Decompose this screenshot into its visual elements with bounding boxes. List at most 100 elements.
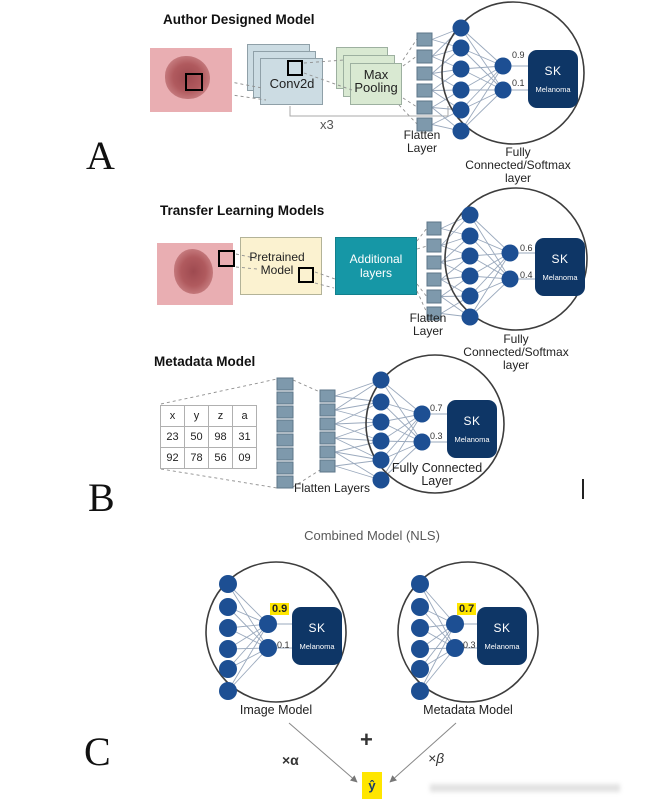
flatten-square bbox=[426, 221, 442, 236]
flatten-square bbox=[276, 419, 294, 433]
fc-label-metadata: Fully Connected Layer bbox=[391, 461, 483, 488]
flatten-square bbox=[276, 391, 294, 405]
alpha-weight-label: ×α bbox=[282, 752, 299, 768]
flatten-square bbox=[276, 475, 294, 489]
flatten-square bbox=[416, 100, 433, 115]
flatten-square bbox=[416, 32, 433, 47]
neuron-node bbox=[411, 640, 429, 658]
prob-b-bottom: 0.4 bbox=[520, 270, 533, 280]
neuron-node bbox=[411, 660, 429, 678]
class-melanoma-label: Melanoma bbox=[484, 642, 520, 651]
output-node bbox=[446, 639, 464, 657]
output-node bbox=[494, 57, 512, 75]
flatten-square bbox=[416, 117, 433, 132]
repeat-x3-label: x3 bbox=[320, 117, 334, 132]
conv-label: Conv2d bbox=[269, 76, 315, 91]
flatten-square bbox=[426, 306, 442, 321]
prob-meta-bottom: 0.3 bbox=[430, 431, 443, 441]
class-melanoma-label: Melanoma bbox=[299, 642, 335, 651]
class-sk-label: SK bbox=[493, 621, 511, 635]
network-c-metadata-boundary bbox=[397, 561, 539, 703]
output-node bbox=[501, 270, 519, 288]
output-box-a: SK Melanoma bbox=[528, 50, 578, 108]
panel-a-letter: A bbox=[86, 133, 115, 178]
neuron-node bbox=[411, 619, 429, 637]
patch-box-conv bbox=[287, 60, 303, 76]
flatten-layers-label: Flatten Layers bbox=[294, 481, 371, 495]
neuron-node bbox=[461, 267, 479, 285]
neuron-node bbox=[452, 101, 470, 119]
class-sk-label: SK bbox=[551, 252, 569, 266]
flatten-square bbox=[416, 66, 433, 81]
patch-box-skin-a bbox=[185, 73, 203, 91]
neuron-node bbox=[452, 19, 470, 37]
output-box-b: SK Melanoma bbox=[535, 238, 585, 296]
network-c-image-boundary bbox=[205, 561, 347, 703]
class-sk-label: SK bbox=[308, 621, 326, 635]
flatten-square bbox=[426, 255, 442, 270]
panel-a-title: Author Designed Model bbox=[163, 12, 315, 27]
neuron-node bbox=[461, 308, 479, 326]
prob-a-top: 0.9 bbox=[512, 50, 525, 60]
neuron-node bbox=[372, 371, 390, 389]
prob-a-bottom: 0.1 bbox=[512, 78, 525, 88]
output-node bbox=[494, 81, 512, 99]
neuron-node bbox=[219, 682, 237, 700]
prob-c-image-bottom: 0.1 bbox=[277, 640, 290, 650]
network-b-transfer-boundary bbox=[444, 187, 588, 331]
network-b-metadata bbox=[276, 354, 505, 494]
output-node bbox=[501, 244, 519, 262]
output-box-c-image: SK Melanoma bbox=[292, 607, 342, 665]
panel-c-letter: C bbox=[84, 729, 111, 774]
neuron-node bbox=[452, 122, 470, 140]
lesion-mole bbox=[173, 249, 214, 294]
neuron-node bbox=[411, 575, 429, 593]
panel-c-title: Combined Model (NLS) bbox=[304, 528, 440, 543]
neuron-node bbox=[219, 575, 237, 593]
flatten-square bbox=[426, 272, 442, 287]
flatten-square bbox=[276, 461, 294, 475]
neuron-node bbox=[452, 39, 470, 57]
class-melanoma-label: Melanoma bbox=[535, 85, 571, 94]
prob-meta-top: 0.7 bbox=[430, 403, 443, 413]
faded-caption-artifact bbox=[430, 784, 620, 792]
panel-b-letter: B bbox=[88, 475, 115, 520]
patch-box-skin-b bbox=[218, 250, 235, 267]
network-c-image bbox=[205, 561, 347, 703]
flatten-square bbox=[276, 447, 294, 461]
neuron-node bbox=[461, 287, 479, 305]
flatten-square bbox=[319, 403, 336, 417]
flatten-label-a: Flatten Layer bbox=[403, 128, 441, 155]
neuron-node bbox=[372, 471, 390, 489]
neuron-node bbox=[461, 247, 479, 265]
network-b-metadata-boundary bbox=[365, 354, 505, 494]
pretrained-label: Pretrained Model bbox=[249, 250, 305, 277]
pool-label: Max Pooling bbox=[354, 67, 398, 95]
output-node bbox=[259, 639, 277, 657]
neuron-node bbox=[219, 598, 237, 616]
neuron-node bbox=[411, 598, 429, 616]
flatten-square bbox=[319, 431, 336, 445]
flatten-square bbox=[276, 377, 294, 391]
conv-layer-front bbox=[260, 58, 323, 105]
table-row: 23 50 98 31 bbox=[160, 426, 257, 448]
prob-b-top: 0.6 bbox=[520, 243, 533, 253]
output-node bbox=[446, 615, 464, 633]
output-box-metadata: SK Melanoma bbox=[447, 400, 497, 458]
flatten-square bbox=[276, 405, 294, 419]
flatten-square bbox=[426, 238, 442, 253]
neuron-node bbox=[219, 660, 237, 678]
output-node bbox=[413, 433, 431, 451]
plus-sign: + bbox=[360, 727, 373, 752]
class-melanoma-label: Melanoma bbox=[454, 435, 490, 444]
repeat-bracket bbox=[289, 106, 449, 117]
beta-weight-label: ×β bbox=[428, 750, 445, 766]
prob-c-meta-top-highlight: 0.7 bbox=[457, 603, 477, 615]
network-b-transfer bbox=[426, 187, 588, 331]
yhat-output: ŷ bbox=[362, 772, 382, 799]
neuron-node bbox=[219, 619, 237, 637]
flatten-square bbox=[276, 433, 294, 447]
pool-layer-front bbox=[350, 63, 402, 105]
